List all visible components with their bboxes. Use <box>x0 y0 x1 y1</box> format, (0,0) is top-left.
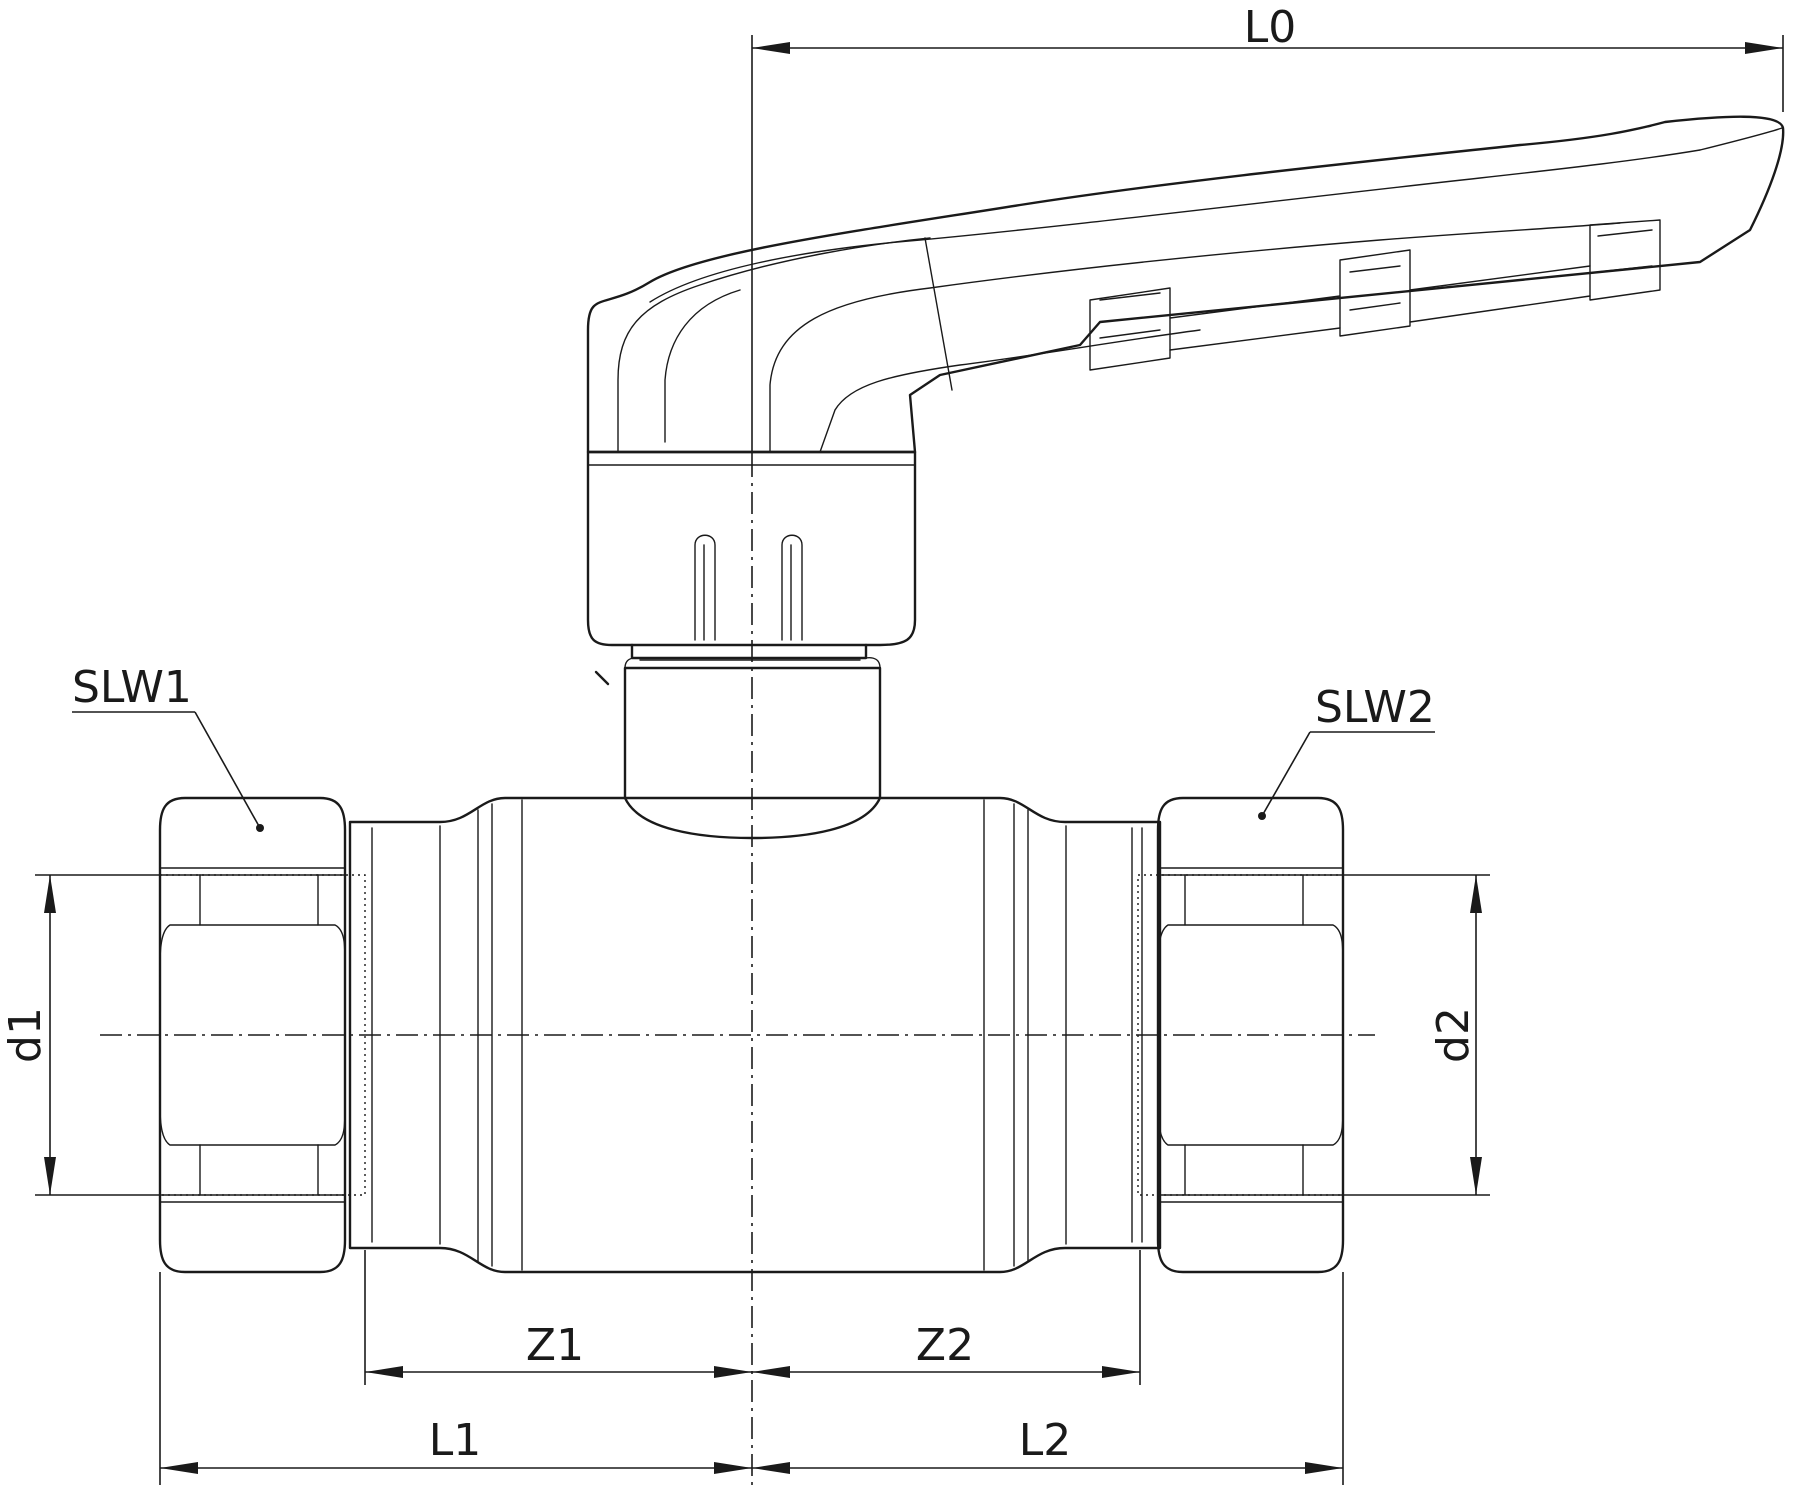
dimension-l1-l2 <box>159 1272 1344 1485</box>
label-l1: L1 <box>429 1415 482 1466</box>
dimension-d1 <box>35 874 160 1196</box>
dimension-l0 <box>751 35 1784 455</box>
dimension-d2 <box>1343 874 1490 1196</box>
right-union-nut <box>1137 796 1345 1274</box>
label-slw2: SLW2 <box>1315 682 1435 733</box>
lever-handle <box>586 115 1785 647</box>
center-lines <box>100 455 1375 1485</box>
label-d1: d1 <box>0 1007 51 1063</box>
label-z1: Z1 <box>526 1320 584 1371</box>
dimension-z1-z2 <box>364 1250 1141 1385</box>
leader-slw2 <box>1261 731 1435 817</box>
label-slw1: SLW1 <box>72 662 192 713</box>
label-z2: Z2 <box>916 1320 974 1371</box>
leader-slw1 <box>72 711 261 829</box>
label-l2: L2 <box>1019 1415 1072 1466</box>
valve-stem <box>594 643 882 800</box>
label-l0: L0 <box>1244 2 1297 53</box>
label-d2: d2 <box>1428 1007 1479 1063</box>
